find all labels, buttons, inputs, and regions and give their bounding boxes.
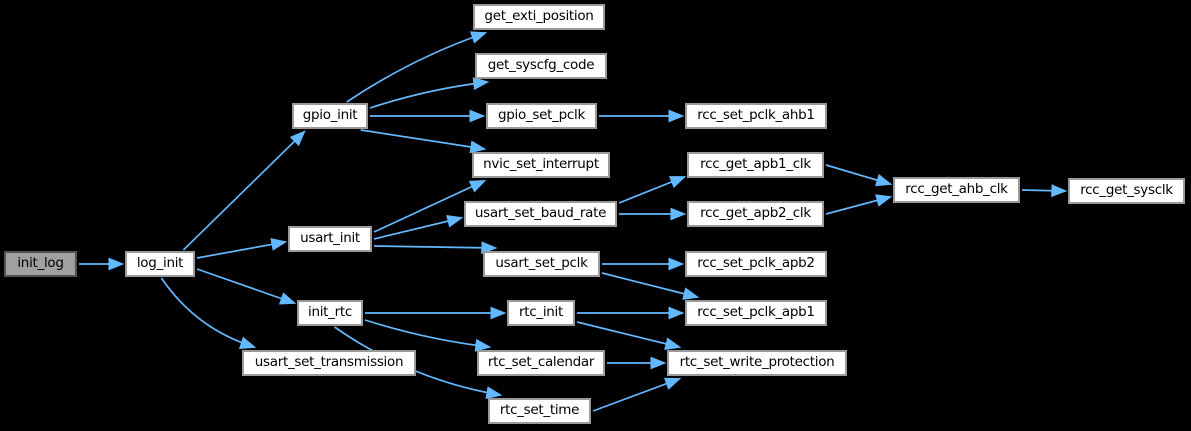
graph-node-usart_init[interactable]: usart_init (288, 226, 372, 252)
edge-gpio_init--nvic_set_interrupt (360, 129, 487, 154)
graph-node-rcc_set_pclk_apb1[interactable]: rcc_set_pclk_apb1 (685, 300, 827, 326)
edge-rtc_init--rtc_set_write_protection (576, 321, 682, 351)
graph-node-gpio_init[interactable]: gpio_init (292, 103, 368, 129)
edge-log_init--gpio_init (182, 130, 306, 251)
edge-usart_set_baud_rate--rcc_get_apb1_clk (618, 176, 687, 204)
graph-node-get_exti_position[interactable]: get_exti_position (473, 4, 605, 30)
graph-node-usart_set_pclk[interactable]: usart_set_pclk (483, 251, 600, 277)
edge-usart_init--usart_set_baud_rate (373, 214, 464, 240)
edge-usart_set_pclk--rcc_set_pclk_apb1 (601, 272, 700, 300)
edge-rtc_set_time--rtc_set_write_protection (592, 377, 682, 412)
edge-usart_init--nvic_set_interrupt (373, 179, 487, 233)
graph-node-rtc_set_calendar[interactable]: rtc_set_calendar (477, 350, 605, 376)
graph-node-init_log: init_log (4, 251, 77, 277)
graph-node-usart_set_transmission[interactable]: usart_set_transmission (242, 350, 416, 376)
graph-node-rtc_set_write_protection[interactable]: rtc_set_write_protection (667, 350, 847, 376)
edge-gpio_init--get_syscfg_code (369, 77, 490, 109)
graph-node-rcc_get_apb2_clk[interactable]: rcc_get_apb2_clk (687, 201, 824, 227)
graph-node-rtc_init[interactable]: rtc_init (507, 300, 575, 326)
edge-log_init--usart_init (196, 238, 288, 259)
graph-node-rcc_get_ahb_clk[interactable]: rcc_get_ahb_clk (893, 177, 1020, 203)
graph-node-rcc_set_pclk_apb2[interactable]: rcc_set_pclk_apb2 (685, 251, 827, 277)
edge-gpio_init--get_exti_position (346, 31, 488, 103)
edge-rcc_get_apb2_clk--rcc_get_ahb_clk (825, 194, 893, 215)
edge-group (79, 31, 1068, 412)
graph-node-rtc_set_time[interactable]: rtc_set_time (488, 398, 591, 424)
edge-init_rtc--rtc_set_calendar (364, 319, 492, 352)
graph-node-nvic_set_interrupt[interactable]: nvic_set_interrupt (472, 152, 610, 178)
edge-usart_init--usart_set_pclk (373, 241, 498, 255)
edge-rcc_get_apb1_clk--rcc_get_ahb_clk (825, 164, 893, 187)
graph-node-usart_set_baud_rate[interactable]: usart_set_baud_rate (464, 201, 617, 227)
graph-node-rcc_get_apb1_clk[interactable]: rcc_get_apb1_clk (687, 152, 824, 178)
edge-log_init--init_rtc (196, 268, 297, 305)
graph-node-rcc_get_sysclk[interactable]: rcc_get_sysclk (1068, 178, 1185, 204)
edge-log_init--usart_set_transmission (160, 277, 257, 350)
graph-node-gpio_set_pclk[interactable]: gpio_set_pclk (486, 103, 597, 129)
graph-node-log_init[interactable]: log_init (125, 251, 195, 277)
edge-rcc_get_ahb_clk--rcc_get_sysclk (1021, 184, 1068, 198)
graph-node-get_syscfg_code[interactable]: get_syscfg_code (475, 53, 607, 79)
graph-node-init_rtc[interactable]: init_rtc (297, 300, 363, 326)
graph-node-rcc_set_pclk_ahb1[interactable]: rcc_set_pclk_ahb1 (685, 103, 827, 129)
